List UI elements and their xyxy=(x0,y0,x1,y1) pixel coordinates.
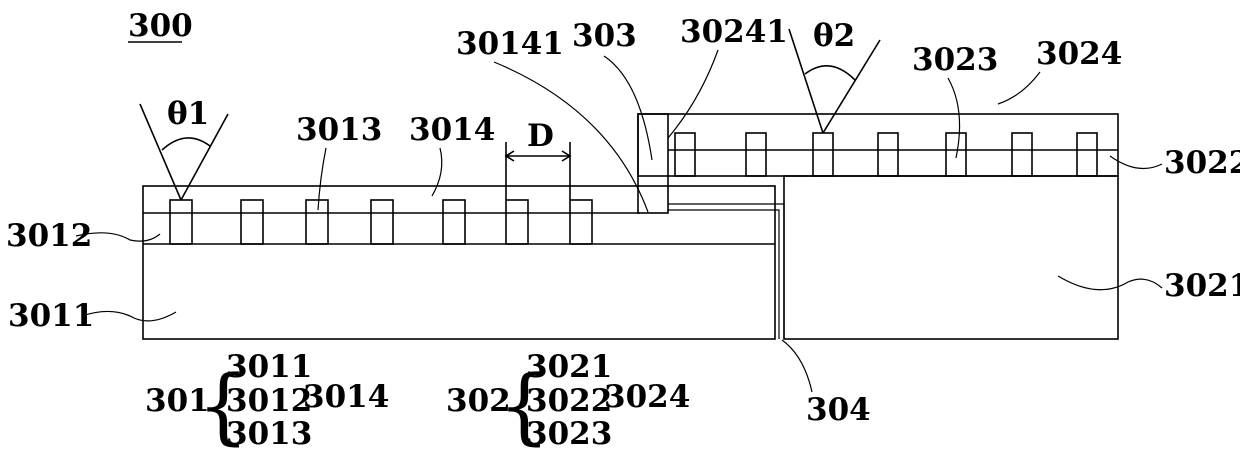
label-30241: 30241 xyxy=(668,14,788,138)
legend-302-item: 3022 xyxy=(526,383,612,419)
label-3022: 3022 xyxy=(1110,145,1240,181)
leader-303 xyxy=(604,56,652,160)
label-30141-text: 30141 xyxy=(456,26,564,62)
left-outline xyxy=(143,186,775,339)
theta1-label: θ1 xyxy=(167,96,209,132)
legend-302: 302 { 3021 3022 3023 3024 xyxy=(446,349,690,454)
angle-theta1: θ1 xyxy=(140,96,228,200)
right-tooth xyxy=(1012,133,1032,176)
legend-301-item: 3013 xyxy=(226,416,312,452)
angle-theta2: θ2 xyxy=(789,18,880,133)
waveguide-304-b xyxy=(668,210,779,339)
leader-3014 xyxy=(432,148,442,196)
spacing-d: D xyxy=(506,118,570,200)
legend-301: 301 { 3011 3012 3013 3014 xyxy=(145,349,389,454)
leader-3011 xyxy=(82,311,176,320)
leader-304 xyxy=(782,340,812,392)
label-3014: 3014 xyxy=(409,112,495,196)
d-label: D xyxy=(527,118,554,154)
right-tooth xyxy=(946,133,966,176)
right-substrate-3021 xyxy=(784,176,1118,339)
leader-3023 xyxy=(948,78,960,158)
legend-301-item: 3012 xyxy=(226,383,312,419)
left-tooth xyxy=(241,200,263,244)
label-3021-text: 3021 xyxy=(1164,268,1240,304)
theta2-label: θ2 xyxy=(813,18,855,54)
leader-3021 xyxy=(1058,276,1162,290)
right-tooth xyxy=(878,133,898,176)
leader-3024 xyxy=(998,72,1040,104)
label-303: 303 xyxy=(572,18,652,160)
label-3021: 3021 xyxy=(1058,268,1240,304)
legend-302-item: 3023 xyxy=(526,416,612,452)
right-grating-teeth xyxy=(675,133,1097,176)
left-tooth xyxy=(306,200,328,244)
label-304: 304 xyxy=(782,340,871,428)
legend-301-item: 3011 xyxy=(226,349,312,385)
label-303-text: 303 xyxy=(572,18,637,54)
left-grating-teeth xyxy=(170,200,592,244)
label-3012: 3012 xyxy=(6,218,160,254)
label-3023: 3023 xyxy=(912,42,998,158)
left-tooth xyxy=(371,200,393,244)
right-tooth xyxy=(1077,133,1097,176)
label-3023-text: 3023 xyxy=(912,42,998,78)
theta1-arc xyxy=(162,138,210,150)
waveguide-304-a xyxy=(668,204,784,339)
label-3012-text: 3012 xyxy=(6,218,92,254)
label-3011: 3011 xyxy=(8,298,176,334)
left-tooth xyxy=(570,200,592,244)
right-tooth xyxy=(813,133,833,176)
label-304-text: 304 xyxy=(806,392,871,428)
label-3013-text: 3013 xyxy=(296,112,382,148)
right-tooth xyxy=(675,133,695,176)
theta2-arc xyxy=(805,66,855,80)
label-3024: 3024 xyxy=(998,36,1122,104)
right-tooth xyxy=(746,133,766,176)
label-3024-text: 3024 xyxy=(1036,36,1122,72)
label-3022-text: 3022 xyxy=(1164,145,1240,181)
leader-30141 xyxy=(494,62,648,212)
label-3011-text: 3011 xyxy=(8,298,94,334)
label-3014-text: 3014 xyxy=(409,112,495,148)
left-tooth xyxy=(170,200,192,244)
figure-number: 300 xyxy=(128,8,193,44)
label-30241-text: 30241 xyxy=(680,14,788,50)
left-tooth xyxy=(506,200,528,244)
legend-302-extra: 3024 xyxy=(604,379,690,415)
legend-302-item: 3021 xyxy=(526,349,612,385)
label-3013: 3013 xyxy=(296,112,382,210)
legend-301-extra: 3014 xyxy=(303,379,389,415)
left-tooth xyxy=(443,200,465,244)
leader-30241 xyxy=(668,50,718,138)
